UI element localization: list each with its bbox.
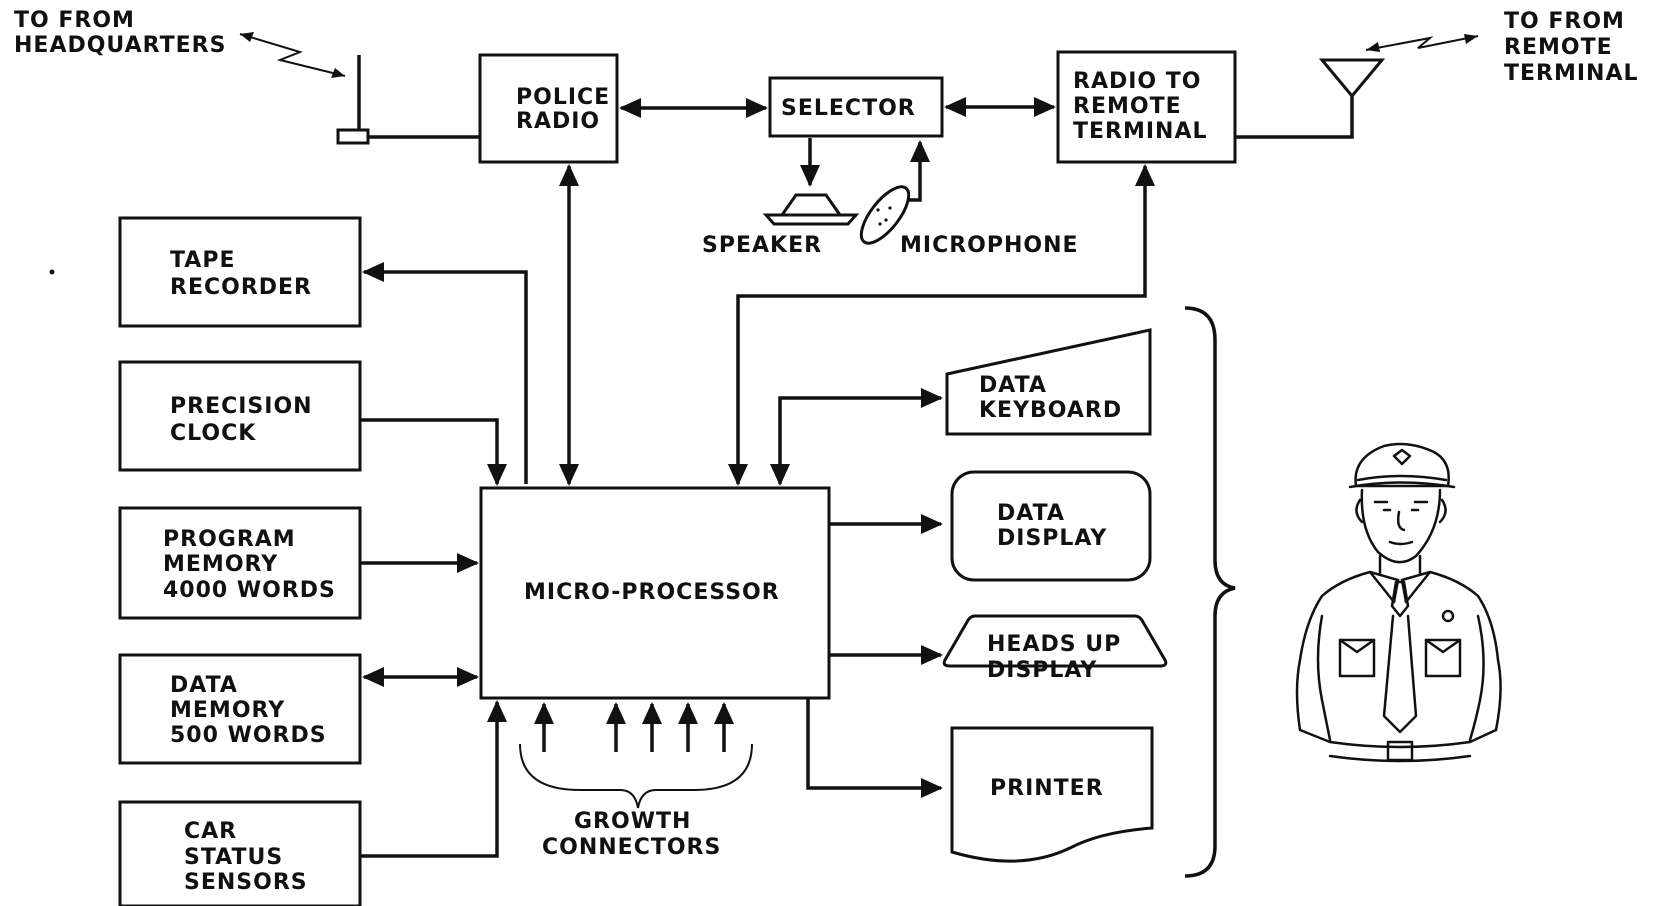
antenna-icon — [338, 55, 485, 143]
tape-recorder-label-2: RECORDER — [170, 275, 312, 300]
remote-label-line-1: TO FROM — [1504, 9, 1625, 34]
remote-terminal-label: TO FROM REMOTE TERMINAL — [1504, 9, 1639, 86]
police-officer-icon — [1297, 444, 1501, 761]
data-memory-label-3: 500 WORDS — [170, 723, 327, 748]
car-status-label-3: SENSORS — [184, 870, 308, 895]
program-memory-label-3: 4000 WORDS — [163, 578, 336, 603]
microprocessor-block: MICRO-PROCESSOR — [481, 488, 829, 698]
precision-clock-label-2: CLOCK — [170, 421, 256, 446]
growth-connector-arrows — [544, 704, 724, 752]
program-memory-label-2: MEMORY — [163, 552, 278, 577]
yagi-antenna-icon — [1235, 60, 1382, 137]
clock-to-cpu — [361, 420, 497, 484]
headquarters-label-line-2: HEADQUARTERS — [14, 33, 226, 58]
cpu-to-printer — [808, 698, 941, 788]
speaker-label: SPEAKER — [702, 233, 822, 258]
microprocessor-label: MICRO-PROCESSOR — [524, 580, 780, 605]
selector-label: SELECTOR — [781, 96, 916, 121]
radio-remote-label-1: RADIO TO — [1073, 69, 1201, 94]
microphone-label: MICROPHONE — [900, 233, 1079, 258]
data-keyboard-label-2: KEYBOARD — [979, 398, 1122, 423]
printer-label: PRINTER — [990, 776, 1104, 801]
remote-label-line-2: REMOTE — [1504, 35, 1613, 60]
police-radio-label-1: POLICE — [516, 85, 610, 110]
selector-block: SELECTOR — [770, 78, 942, 136]
user-interface-brace — [1185, 308, 1235, 876]
program-memory-label-1: PROGRAM — [163, 527, 296, 552]
car-status-to-cpu — [361, 702, 497, 856]
headquarters-label-line-1: TO FROM — [14, 8, 135, 33]
data-memory-label-1: DATA — [170, 673, 238, 698]
growth-label-1: GROWTH — [574, 809, 691, 834]
car-status-label-1: CAR — [184, 819, 237, 844]
growth-label-2: CONNECTORS — [542, 835, 721, 860]
tape-recorder-block: TAPE RECORDER — [120, 218, 360, 326]
data-memory-label-2: MEMORY — [170, 698, 285, 723]
heads-up-display-block: HEADS UP DISPLAY — [944, 616, 1166, 683]
remote-label-line-3: TERMINAL — [1504, 61, 1639, 86]
car-status-label-2: STATUS — [184, 845, 283, 870]
cpu-to-tape-recorder — [364, 272, 526, 484]
data-display-label-1: DATA — [997, 501, 1065, 526]
data-display-block: DATA DISPLAY — [952, 472, 1150, 580]
tape-recorder-label-1: TAPE — [170, 248, 235, 273]
radio-remote-label-3: TERMINAL — [1073, 119, 1208, 144]
growth-connectors-brace — [520, 744, 752, 808]
data-display-label-2: DISPLAY — [997, 526, 1107, 551]
heads-up-label-1: HEADS UP — [987, 632, 1121, 657]
printer-block: PRINTER — [952, 728, 1152, 861]
stray-dot — [50, 270, 55, 275]
cpu-keyboard-link — [780, 398, 941, 484]
radio-to-remote-terminal-block: RADIO TO REMOTE TERMINAL — [1058, 52, 1235, 162]
police-radio-block: POLICE RADIO — [480, 55, 617, 162]
data-memory-block: DATA MEMORY 500 WORDS — [120, 655, 360, 763]
program-memory-block: PROGRAM MEMORY 4000 WORDS — [120, 508, 360, 618]
precision-clock-label-1: PRECISION — [170, 394, 313, 419]
car-status-sensors-block: CAR STATUS SENSORS — [120, 802, 360, 906]
lightning-icon — [1366, 34, 1478, 52]
speaker-icon — [766, 195, 856, 224]
precision-clock-block: PRECISION CLOCK — [120, 362, 360, 470]
heads-up-label-2: DISPLAY — [987, 658, 1097, 683]
radio-remote-label-2: REMOTE — [1073, 94, 1182, 119]
data-keyboard-block: DATA KEYBOARD — [947, 330, 1150, 434]
lightning-icon — [240, 32, 345, 78]
headquarters-label: TO FROM HEADQUARTERS — [14, 8, 226, 58]
data-keyboard-label-1: DATA — [979, 373, 1047, 398]
police-radio-label-2: RADIO — [516, 109, 600, 134]
